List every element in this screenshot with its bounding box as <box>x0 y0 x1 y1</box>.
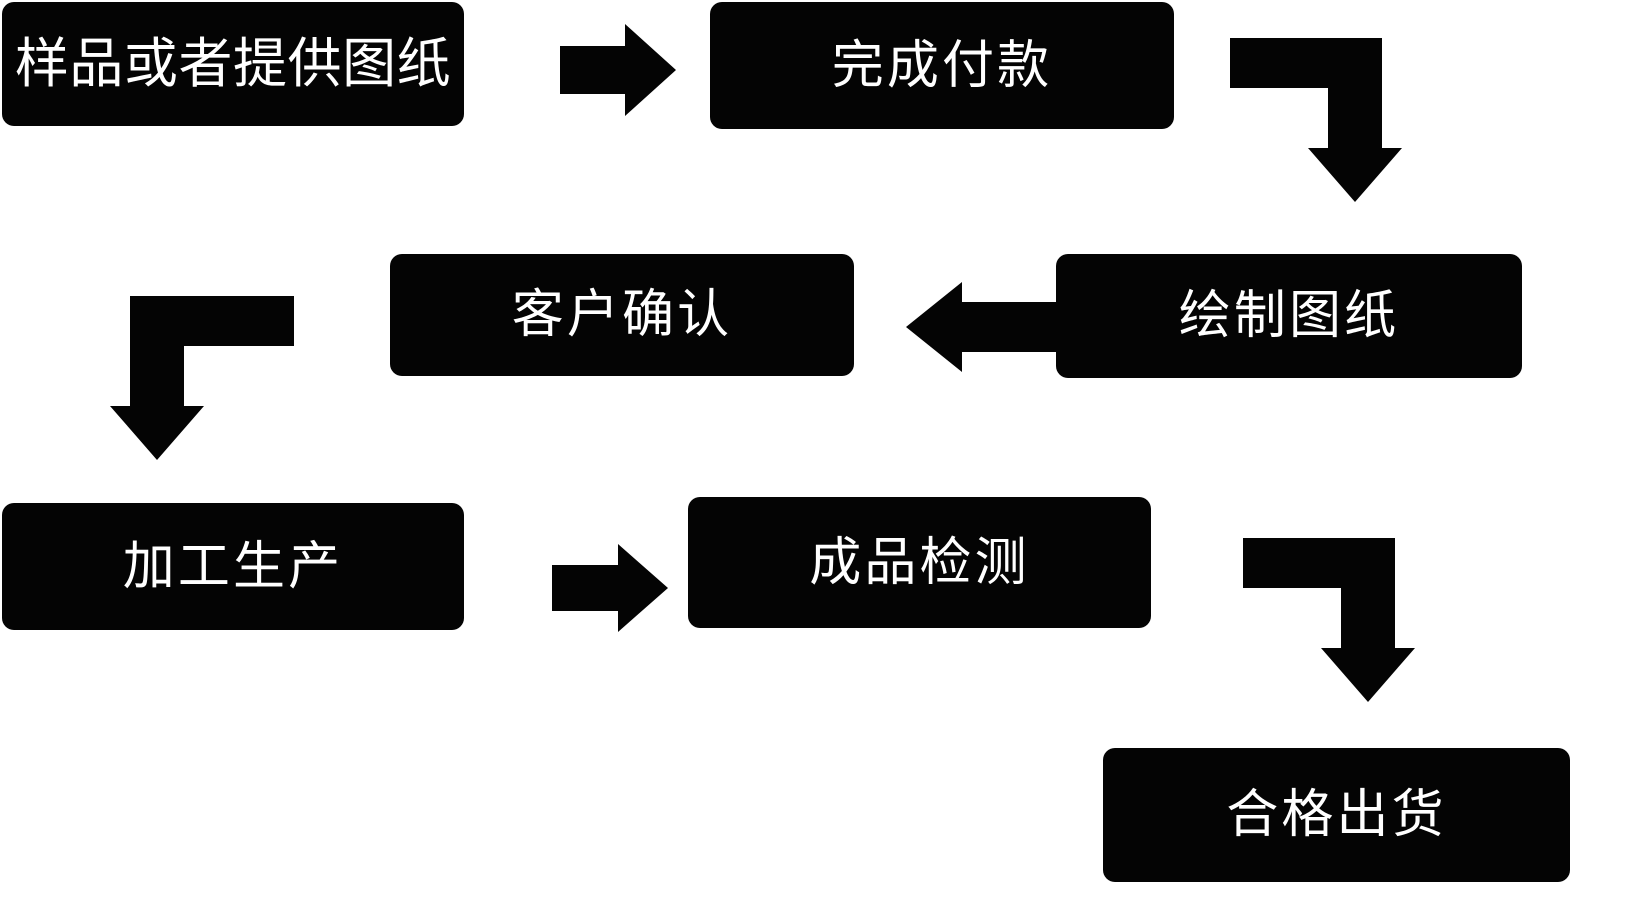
arrow-left-drawing-to-confirm <box>900 280 1066 374</box>
arrow-elbow-payment-to-drawing <box>1222 30 1402 210</box>
arrow-right-sample-to-payment <box>540 20 680 120</box>
flow-node-sample-label: 样品或者提供图纸 <box>14 32 452 95</box>
flow-node-shipping-label: 合格出货 <box>1226 785 1447 845</box>
flow-node-drawing-label: 绘制图纸 <box>1178 286 1400 346</box>
arrow-right-production-to-inspection <box>534 540 674 636</box>
flow-node-payment[interactable]: 完成付款 <box>710 2 1174 129</box>
arrow-elbow-inspection-to-shipping <box>1235 530 1415 710</box>
flow-node-confirm-label: 客户确认 <box>511 285 733 345</box>
flow-node-payment-label: 完成付款 <box>831 35 1053 96</box>
arrow-elbow-confirm-to-production <box>110 288 302 463</box>
flow-node-drawing[interactable]: 绘制图纸 <box>1056 254 1522 378</box>
flow-node-shipping[interactable]: 合格出货 <box>1103 748 1570 882</box>
flow-node-production-label: 加工生产 <box>122 536 344 597</box>
flow-node-sample[interactable]: 样品或者提供图纸 <box>2 2 464 126</box>
flow-node-production[interactable]: 加工生产 <box>2 503 464 630</box>
flow-node-inspection-label: 成品检测 <box>809 532 1030 593</box>
flow-node-inspection[interactable]: 成品检测 <box>688 497 1151 628</box>
flow-node-confirm[interactable]: 客户确认 <box>390 254 854 376</box>
